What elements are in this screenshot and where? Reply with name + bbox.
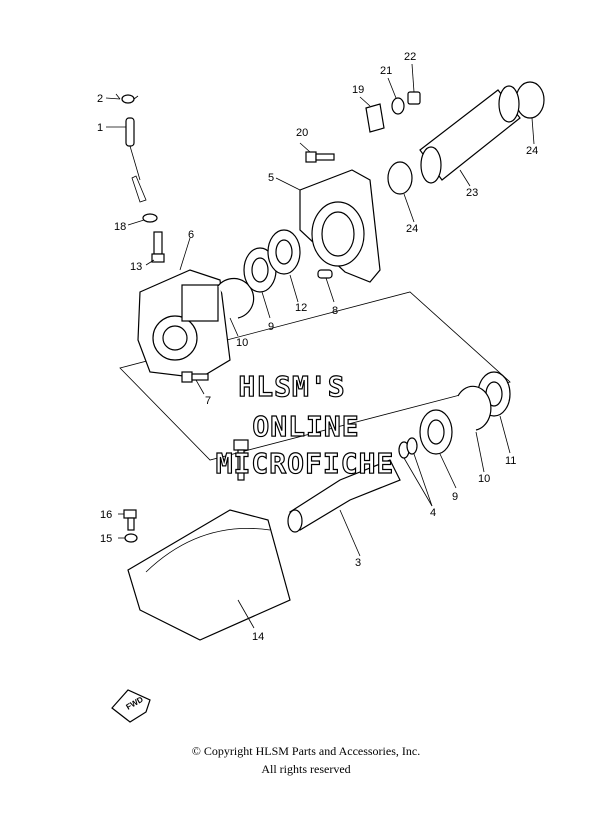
fwd-arrow-icon: FWD — [111, 689, 151, 723]
pump-housing-part — [137, 269, 231, 379]
callout-10-upper: 10 — [236, 337, 248, 349]
hose-clamp-upper — [515, 81, 545, 119]
callout-12: 12 — [295, 302, 307, 314]
circlip-lower — [457, 385, 492, 431]
rights-text: All rights reserved — [261, 762, 351, 776]
callout-16: 16 — [100, 509, 112, 521]
assembly-frame — [119, 291, 511, 461]
washer-part — [391, 97, 405, 115]
washer-15-part — [124, 533, 138, 543]
callout-1: 1 — [97, 122, 103, 134]
callout-5: 5 — [268, 172, 274, 184]
clamp-part — [142, 213, 158, 223]
callout-23: 23 — [466, 187, 478, 199]
callout-8: 8 — [332, 305, 338, 317]
fitting-part — [151, 231, 165, 263]
bolt-16-part — [123, 509, 137, 531]
callout-labels: 1 2 3 4 5 6 7 8 9 9 10 10 11 12 13 14 15… — [97, 51, 538, 643]
callout-3: 3 — [355, 557, 361, 569]
callout-19: 19 — [352, 84, 364, 96]
callout-9-lower: 9 — [452, 491, 458, 503]
callout-13: 13 — [130, 261, 142, 273]
hose-clamp-lower — [387, 161, 413, 195]
hose-part — [125, 117, 147, 203]
drive-shaft-part — [287, 459, 401, 533]
callout-24-lower: 24 — [406, 223, 418, 235]
callout-18: 18 — [114, 221, 126, 233]
callout-21: 21 — [380, 65, 392, 77]
bearing-upper — [243, 247, 277, 293]
callout-10-lower: 10 — [478, 473, 490, 485]
callout-7: 7 — [205, 395, 211, 407]
bracket-part — [365, 103, 385, 133]
nut-part — [407, 91, 421, 105]
callout-2: 2 — [97, 93, 103, 105]
callout-15: 15 — [100, 533, 112, 545]
cover-part — [299, 169, 381, 283]
callout-14: 14 — [252, 631, 264, 643]
pin-part — [317, 269, 333, 279]
callout-20: 20 — [296, 127, 308, 139]
callout-4: 4 — [430, 507, 436, 519]
watermark-line-1: HLSM'S — [238, 370, 345, 403]
bearing-lower — [419, 409, 453, 455]
watermark: HLSM'S ONLINE MICROFICHE — [215, 369, 395, 480]
bearing-12 — [267, 229, 301, 275]
fitting-lower-part — [233, 439, 249, 481]
watermark-line-2: ONLINE — [252, 410, 359, 443]
bolt-part — [181, 371, 209, 383]
bolt-20-part — [305, 151, 335, 163]
callout-9-upper: 9 — [268, 321, 274, 333]
clip-part — [115, 93, 139, 104]
callout-24-upper: 24 — [526, 145, 538, 157]
watermark-line-3: MICROFICHE — [216, 447, 395, 480]
copyright-text: © Copyright HLSM Parts and Accessories, … — [191, 744, 421, 758]
callout-22: 22 — [404, 51, 416, 63]
shaft-cover-part — [127, 509, 291, 641]
o-ring-b — [406, 437, 418, 455]
callout-6: 6 — [188, 229, 194, 241]
leader-lines — [105, 63, 535, 629]
callout-11: 11 — [505, 455, 516, 467]
tube-part — [419, 85, 521, 184]
